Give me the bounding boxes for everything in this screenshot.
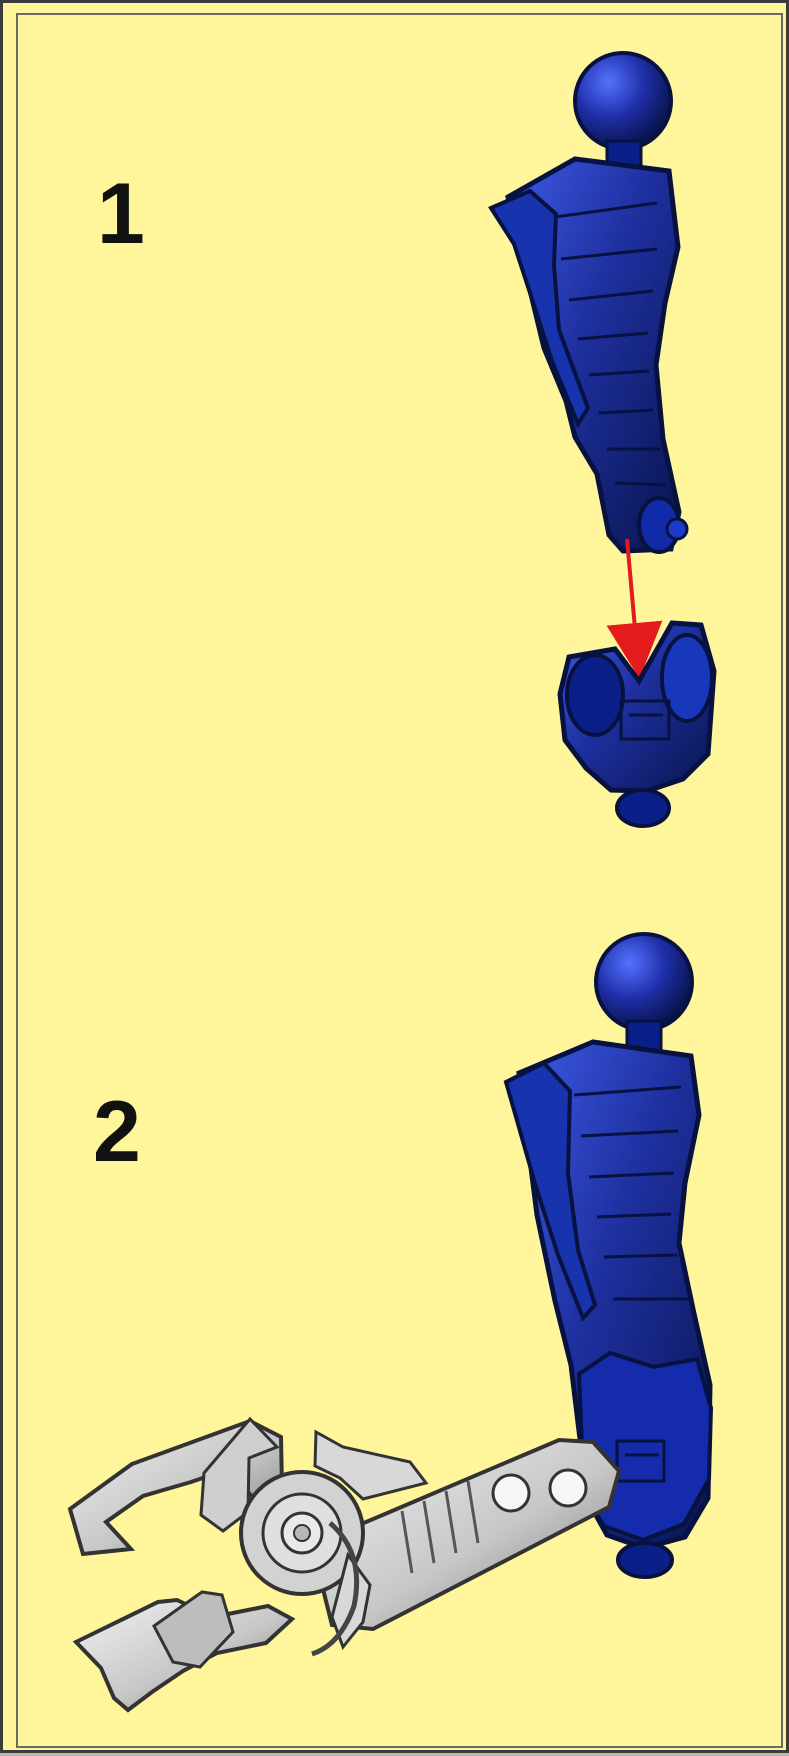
step1-joint-socket <box>560 623 714 826</box>
illustration <box>3 3 789 1756</box>
step1-limb-piece <box>491 53 687 552</box>
insert-arrow <box>627 539 637 651</box>
step2-gray-claw <box>70 1419 619 1710</box>
